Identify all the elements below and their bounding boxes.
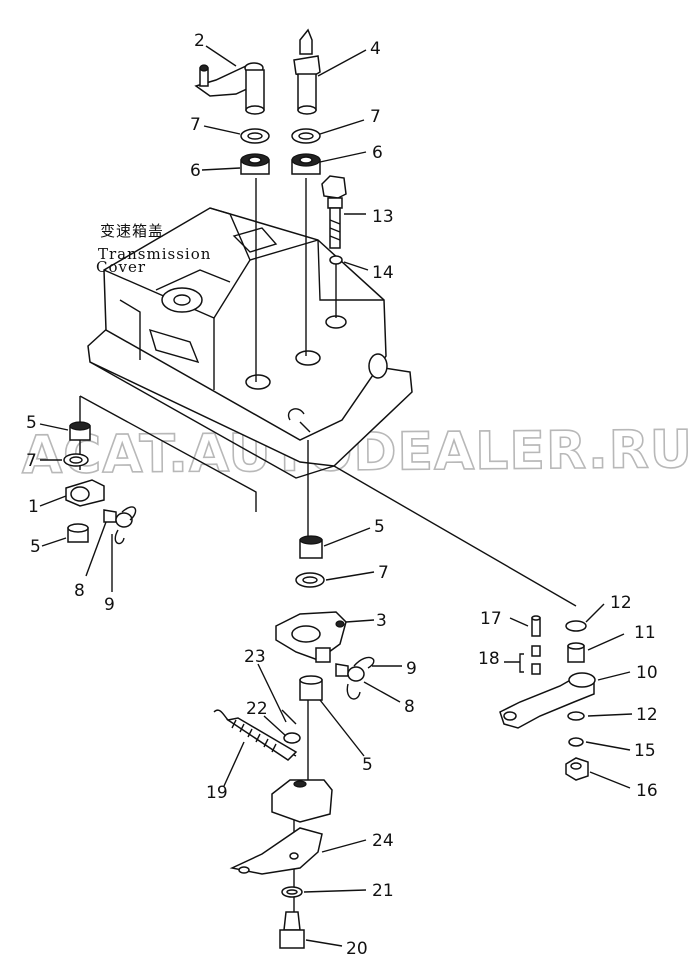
- callout-6-right: 6: [372, 143, 383, 163]
- washer-part-14: [329, 255, 343, 265]
- shifter-shaft-part-4: [293, 28, 321, 115]
- center-lower-parts: [275, 535, 375, 701]
- callout-12-top: 12: [610, 593, 632, 613]
- cover-label-en-line1: Transmission: [98, 245, 211, 263]
- washers-and-seals-top: [240, 128, 321, 175]
- callout-14: 14: [372, 263, 394, 283]
- callout-numbers: 2 4 7 7 6 6 13 14 5 7 1 5 8 9 5 7 3 23 9…: [26, 31, 658, 959]
- callout-2: 2: [194, 31, 205, 51]
- bolt-part-13: [321, 175, 347, 249]
- cover-label-en-line2: Cover: [96, 258, 146, 276]
- transmission-cover: [79, 207, 413, 512]
- spring-group: [213, 709, 301, 761]
- cover-label-zh: 变速箱盖: [100, 222, 164, 240]
- callout-22: 22: [246, 699, 268, 719]
- callout-1: 1: [28, 497, 39, 517]
- left-parts-group: [63, 421, 137, 545]
- alignment-lines: [255, 178, 577, 918]
- callout-5-left-bottom: 5: [30, 537, 41, 557]
- callout-6-left: 6: [190, 161, 201, 181]
- callout-5-left-top: 5: [26, 413, 37, 433]
- right-parts-group: [499, 615, 596, 781]
- lever-shaft-part-2: [194, 62, 265, 115]
- callout-21: 21: [372, 881, 394, 901]
- callout-7-top-left: 7: [190, 115, 201, 135]
- callout-3: 3: [376, 611, 387, 631]
- callout-7-left: 7: [26, 451, 37, 471]
- callout-9-center: 9: [406, 659, 417, 679]
- callout-15: 15: [634, 741, 656, 761]
- callout-18: 18: [478, 649, 500, 669]
- callout-8-left: 8: [74, 581, 85, 601]
- callout-24: 24: [372, 831, 394, 851]
- callout-11: 11: [634, 623, 656, 643]
- callout-7-center: 7: [378, 563, 389, 583]
- callout-10: 10: [636, 663, 658, 683]
- leader-lines: [39, 45, 633, 947]
- callout-20: 20: [346, 939, 368, 959]
- callout-9-left: 9: [104, 595, 115, 615]
- callout-5-center-top: 5: [374, 517, 385, 537]
- callout-12-bottom: 12: [636, 705, 658, 725]
- callout-19: 19: [206, 783, 228, 803]
- callout-17: 17: [480, 609, 502, 629]
- callout-7-top-right: 7: [370, 107, 381, 127]
- callout-23: 23: [244, 647, 266, 667]
- callout-8-center: 8: [404, 697, 415, 717]
- callout-4: 4: [370, 39, 381, 59]
- callout-13: 13: [372, 207, 394, 227]
- bracket-block: [229, 779, 333, 949]
- callout-16: 16: [636, 781, 658, 801]
- callout-5-center-bottom: 5: [362, 755, 373, 775]
